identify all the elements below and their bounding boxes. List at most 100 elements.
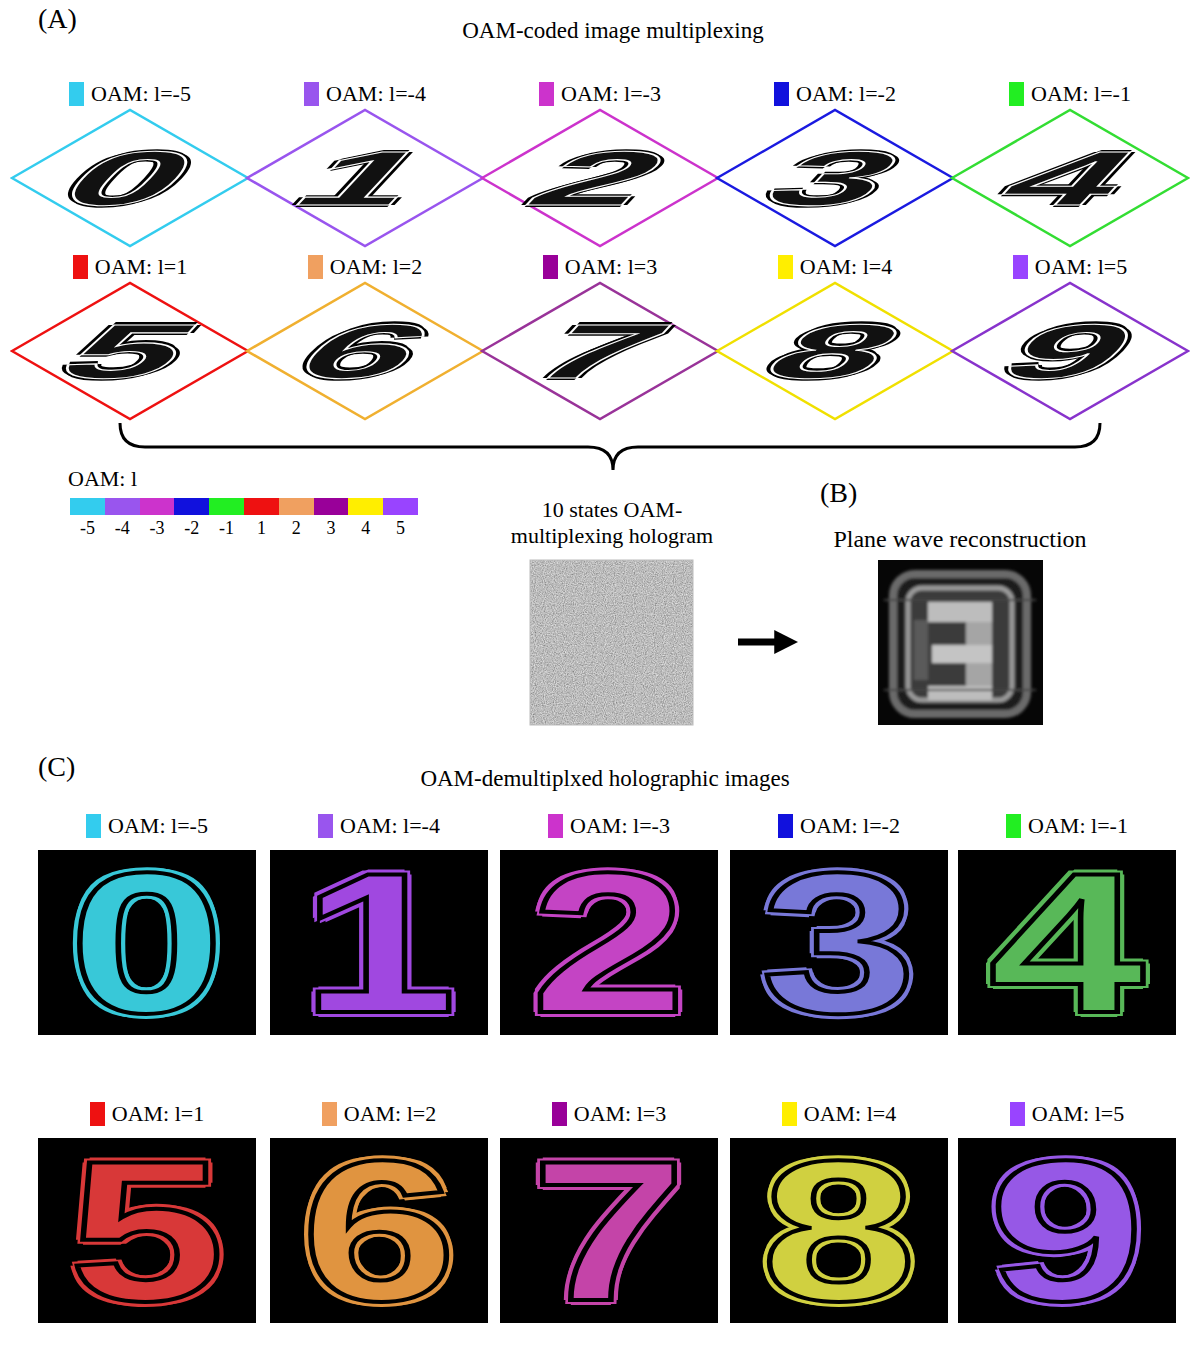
digit-image: 8 [761, 1156, 917, 1306]
oam-label-row: OAM: l=-5 [10, 80, 250, 108]
hologram-output: 3 [730, 850, 948, 1035]
curly-brace [120, 423, 1100, 470]
digit-image: 5 [48, 322, 212, 379]
oam-label: OAM: l=3 [565, 254, 657, 280]
encoded-image-diamond: OAM: l=-5 0 [10, 80, 250, 248]
digit-image: 2 [531, 868, 687, 1018]
digit-image: 5 [69, 1156, 225, 1306]
diamond-shape [247, 110, 483, 246]
digit-holder: 4 [950, 108, 1190, 248]
digit-holder: 7 [480, 281, 720, 421]
oam-label-row: OAM: l=1 [38, 1098, 256, 1130]
hologram-output: 4 [958, 850, 1176, 1035]
color-swatch [105, 498, 140, 515]
color-swatch [348, 498, 383, 515]
demultiplexed-image: OAM: l=-1 4 [958, 810, 1176, 1035]
demultiplexed-image: OAM: l=-23 [730, 810, 948, 1035]
digit-image: 9 [988, 322, 1152, 379]
colorbar-cell: -4 [105, 498, 140, 539]
oam-label: OAM: l=-5 [108, 813, 208, 839]
color-swatch [304, 82, 319, 106]
panel-caption: 10 states OAM-multiplexing hologram [492, 497, 732, 549]
oam-label-row: OAM: l=2 [270, 1098, 488, 1130]
digit-image: 4 [989, 868, 1145, 1018]
color-swatch [174, 498, 209, 515]
colorbar-cell: -5 [70, 498, 105, 539]
colorbar-tick: 5 [396, 517, 405, 539]
colorbar-cell: -1 [209, 498, 244, 539]
demultiplexed-image: OAM: l=-41 [270, 810, 488, 1035]
color-swatch [383, 498, 418, 515]
diamond-shape [482, 110, 718, 246]
digit-holder: 1 [245, 108, 485, 248]
oam-label-row: OAM: l=-4 [245, 80, 485, 108]
color-swatch [140, 498, 175, 515]
oam-label: OAM: l=-3 [561, 81, 661, 107]
diamond-shape [247, 283, 483, 419]
diamond-shape [482, 283, 718, 419]
digit-holder: 0 [10, 108, 250, 248]
color-swatch [69, 82, 84, 106]
colorbar-tick: -1 [219, 517, 234, 539]
digit-holder: 9 [950, 281, 1190, 421]
encoded-image-diamond: OAM: l=-23 [715, 80, 955, 248]
color-swatch [543, 255, 558, 279]
oam-label: OAM: l=1 [112, 1101, 204, 1127]
encoded-image-diamond: OAM: l=59 [950, 253, 1190, 421]
color-swatch [318, 814, 333, 838]
oam-label: OAM: l=4 [804, 1101, 896, 1127]
color-swatch [308, 255, 323, 279]
oam-label: OAM: l=5 [1032, 1101, 1124, 1127]
hologram-output: 0 [38, 850, 256, 1035]
oam-label: OAM: l=-1 [1028, 813, 1128, 839]
digit-holder: 2 [480, 108, 720, 248]
color-swatch [782, 1102, 797, 1126]
encoded-image-diamond: OAM: l=48 [715, 253, 955, 421]
colorbar-tick: -4 [115, 517, 130, 539]
digit-image: 7 [531, 1156, 687, 1306]
demultiplexed-image: OAM: l=-5 0 [38, 810, 256, 1035]
diamond-shape [717, 110, 953, 246]
color-swatch [322, 1102, 337, 1126]
digit-image: 4 [988, 149, 1152, 206]
oam-label: OAM: l=-4 [326, 81, 426, 107]
colorbar-tick: 3 [326, 517, 335, 539]
oam-label-row: OAM: l=-1 [958, 810, 1176, 842]
colorbar-cell: -2 [174, 498, 209, 539]
color-swatch [1013, 255, 1028, 279]
color-swatch [279, 498, 314, 515]
oam-label-row: OAM: l=-3 [500, 810, 718, 842]
color-swatch [90, 1102, 105, 1126]
panel-title: OAM-demultiplxed holographic images [420, 765, 789, 793]
colorbar-cell: 2 [279, 498, 314, 539]
color-swatch [70, 498, 105, 515]
digit-image: 2 [518, 149, 682, 206]
colorbar-tick: -2 [184, 517, 199, 539]
oam-label-row: OAM: l=3 [500, 1098, 718, 1130]
oam-label: OAM: l=4 [800, 254, 892, 280]
oam-label: OAM: l=3 [574, 1101, 666, 1127]
encoded-image-diamond: OAM: l=3 7 [480, 253, 720, 421]
color-swatch [778, 255, 793, 279]
hologram-output: 8 [730, 1138, 948, 1323]
panel-letter: (A) [38, 2, 77, 36]
oam-label-row: OAM: l=4 [715, 253, 955, 281]
diamond-shape [952, 110, 1188, 246]
digit-image: 1 [283, 149, 447, 206]
digit-image: 3 [761, 868, 917, 1018]
digit-image: 0 [48, 149, 212, 206]
oam-label-row: OAM: l=-1 [950, 80, 1190, 108]
oam-label-row: OAM: l=-4 [270, 810, 488, 842]
digit-image: 7 [518, 322, 682, 379]
encoded-image-diamond: OAM: l=-3 2 [480, 80, 720, 248]
encoded-image-diamond: OAM: l=26 [245, 253, 485, 421]
color-swatch [539, 82, 554, 106]
color-swatch [244, 498, 279, 515]
colorbar-tick: 1 [257, 517, 266, 539]
diamond-shape [717, 283, 953, 419]
colorbar-cell: 3 [314, 498, 349, 539]
oam-label: OAM: l=-2 [796, 81, 896, 107]
oam-label-row: OAM: l=2 [245, 253, 485, 281]
hologram-frame [530, 560, 693, 725]
oam-label-row: OAM: l=5 [958, 1098, 1176, 1130]
